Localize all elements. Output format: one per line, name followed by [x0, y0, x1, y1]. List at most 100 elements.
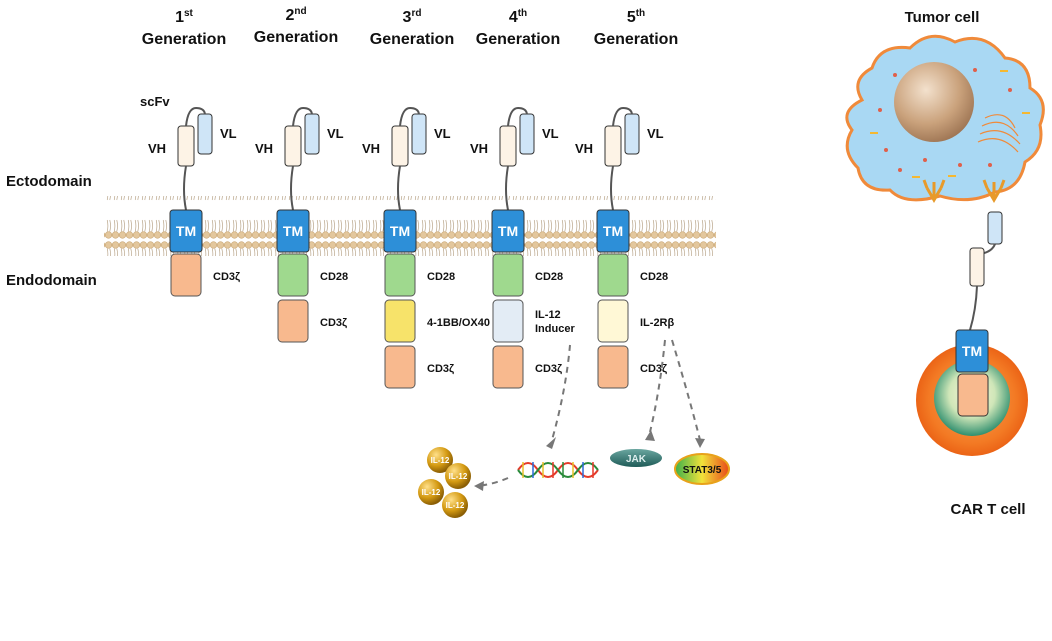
gen-2-header: 2nd — [285, 6, 306, 24]
signaling-domain — [170, 253, 202, 297]
vl-label: VL — [220, 126, 237, 141]
tm-label: TM — [498, 223, 518, 239]
signaling-domain — [277, 299, 309, 343]
generation-headers: 1st Generation 2nd Generation 3rd Genera… — [142, 6, 678, 48]
tm-domain — [596, 209, 630, 253]
signaling-domain — [492, 299, 524, 343]
hinge — [505, 165, 509, 211]
tumor-cell — [845, 34, 1045, 202]
vl-label: VL — [542, 126, 559, 141]
scfv-label: scFv — [140, 94, 170, 109]
domain-label: CD3ζ — [427, 363, 454, 375]
vl-domain — [411, 113, 427, 155]
vh-label: VH — [575, 141, 593, 156]
il12-molecule: IL-12 — [427, 447, 453, 473]
svg-text:IL-12: IL-12 — [449, 472, 468, 481]
signaling-domain — [492, 253, 524, 297]
domain-label: CD3ζ — [535, 363, 562, 375]
endodomain-label: Endodomain — [6, 272, 97, 289]
il12-molecule: IL-12 — [442, 492, 468, 518]
tm-label: TM — [283, 223, 303, 239]
hinge — [290, 165, 294, 211]
gen-4-header: 4th — [509, 8, 527, 26]
signaling-domain — [384, 253, 416, 297]
signaling-domain — [597, 345, 629, 389]
arrow-il2rb-to-jak — [649, 339, 666, 433]
car-t-cell: TM — [916, 329, 1028, 456]
svg-text:IL-12: IL-12 — [431, 456, 450, 465]
car-gen-1: VH VL TM CD3ζ — [148, 106, 240, 297]
signal-arrows — [477, 339, 701, 487]
vh-domain — [284, 125, 302, 167]
gen-3-word: Generation — [370, 31, 454, 48]
domain-label: CD3ζ — [320, 317, 347, 329]
car-receptors: VHVLTMCD3ζVHVLTMCD28CD3ζVHVLTMCD284-1BB/… — [148, 106, 675, 389]
jak-molecule: JAK — [610, 449, 662, 467]
il12-molecules: IL-12 IL-12 IL-12 IL-12 — [418, 447, 471, 518]
signaling-domain — [597, 299, 629, 343]
car-t-tm-label: TM — [962, 343, 982, 359]
signaling-domain — [277, 253, 309, 297]
hinge — [397, 165, 401, 211]
vh-label: VH — [470, 141, 488, 156]
scfv-linker — [292, 106, 313, 127]
hinge — [610, 165, 614, 211]
signaling-domain — [384, 299, 416, 343]
domain-label: 4-1BB/OX40 — [427, 317, 490, 329]
vh-domain — [499, 125, 517, 167]
vh-domain — [177, 125, 195, 167]
vh-domain — [391, 125, 409, 167]
domain-label: CD3ζ — [213, 271, 240, 283]
signaling-domain — [597, 253, 629, 297]
car-t-receptor — [969, 211, 1003, 331]
arrow-il2rb-to-stat — [671, 339, 701, 441]
tm-label: TM — [176, 223, 196, 239]
tm-domain — [383, 209, 417, 253]
domain-label: CD3ζ — [640, 363, 667, 375]
tm-domain — [169, 209, 203, 253]
scfv-linker — [507, 106, 528, 127]
tumor-cell-label: Tumor cell — [905, 9, 980, 26]
gen-5-word: Generation — [594, 31, 678, 48]
vl-domain — [519, 113, 535, 155]
tm-label: TM — [603, 223, 623, 239]
dna-helix-icon — [517, 462, 599, 478]
tm-domain — [276, 209, 310, 253]
gen-3-header: 3rd — [403, 8, 422, 26]
hinge — [183, 165, 187, 211]
domain-label: CD28 — [320, 271, 348, 283]
domain-label: Inducer — [535, 323, 575, 335]
domain-label: CD28 — [535, 271, 563, 283]
vh-label: VH — [362, 141, 380, 156]
ectodomain-label: Ectodomain — [6, 173, 92, 190]
gen-1-word: Generation — [142, 31, 226, 48]
signaling-domain — [384, 345, 416, 389]
vl-domain — [197, 113, 213, 155]
vh-label: VH — [255, 141, 273, 156]
svg-text:JAK: JAK — [626, 454, 647, 465]
il12-molecule: IL-12 — [445, 463, 471, 489]
arrowheads — [474, 430, 705, 491]
il12-molecule: IL-12 — [418, 479, 444, 505]
vl-label: VL — [434, 126, 451, 141]
stat-molecule: STAT3/5 — [674, 453, 730, 485]
vh-domain — [604, 125, 622, 167]
domain-label: CD28 — [640, 271, 668, 283]
signaling-domain — [492, 345, 524, 389]
scfv-linker — [185, 106, 206, 127]
vh-label: VH — [148, 141, 166, 156]
vl-domain — [304, 113, 320, 155]
vl-label: VL — [647, 126, 664, 141]
gen-4-word: Generation — [476, 31, 560, 48]
scfv-linker — [612, 106, 633, 127]
car-t-cell-label: CAR T cell — [950, 501, 1025, 518]
svg-text:STAT3/5: STAT3/5 — [683, 465, 722, 476]
domain-label: CD28 — [427, 271, 455, 283]
gen-1-header: 1st — [175, 8, 193, 26]
svg-text:IL-12: IL-12 — [422, 488, 441, 497]
